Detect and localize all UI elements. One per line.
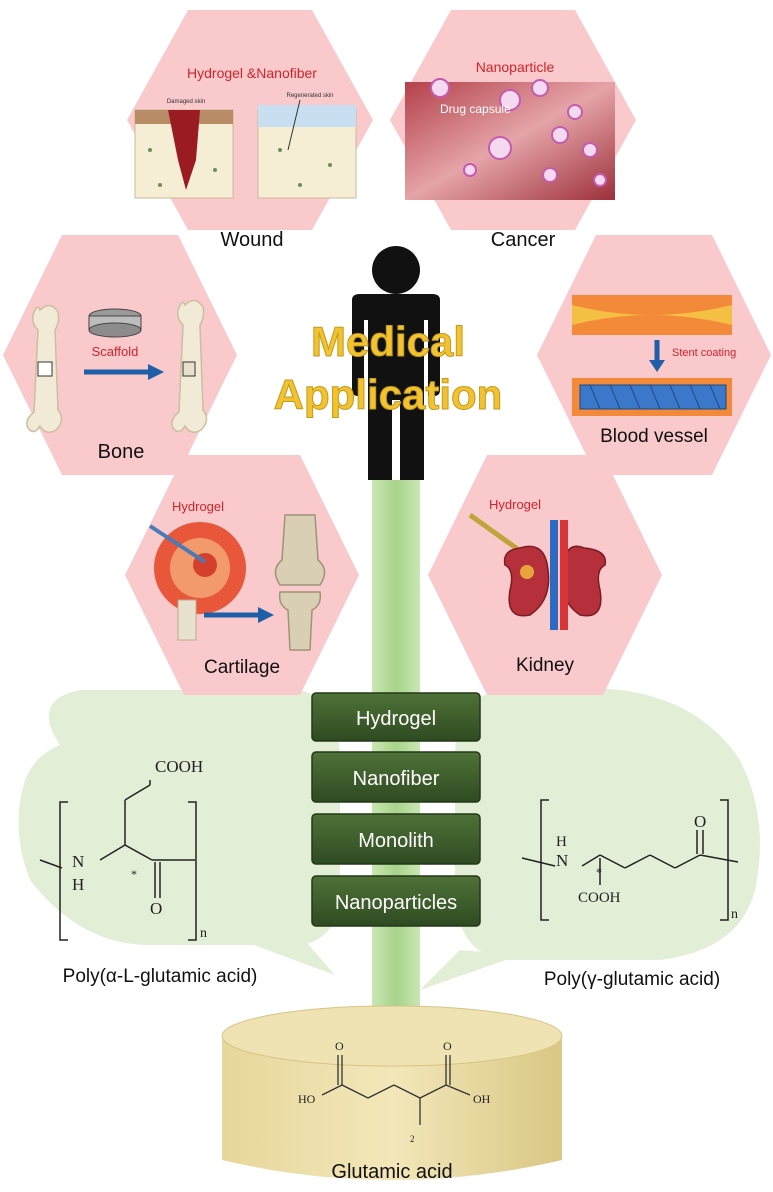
stent-note: Stent coating	[672, 347, 736, 359]
title-line-1: Medical	[311, 318, 465, 365]
hexagon-bone: Scaffold Bone	[3, 235, 237, 475]
gamma-n-subscript: n	[731, 907, 738, 922]
hexagon-cancer: Nanoparticle Drug capsule Cancer	[390, 10, 636, 251]
alpha-star: *	[131, 867, 137, 881]
blood-vessel-label: Blood vessel	[600, 426, 708, 447]
drug-capsules	[430, 78, 607, 187]
hexagon-blood-vessel: Stent coating Blood vessel	[537, 235, 771, 475]
wound-cut	[168, 110, 200, 190]
form-box-monolith: Monolith	[311, 813, 481, 865]
kidney-label: Kidney	[516, 655, 575, 676]
cancer-label: Cancer	[491, 229, 556, 251]
regenerated-skin-label: Regenerated skin	[286, 93, 333, 99]
right-polymer-bubble	[455, 686, 760, 960]
wound-label: Wound	[220, 229, 283, 251]
poly-gamma-structure	[521, 799, 739, 921]
form-label-nanoparticles: Nanoparticles	[335, 892, 457, 914]
kidney-note: Hydrogel	[489, 497, 541, 512]
title-line-2: Application	[274, 371, 503, 418]
right-bubble-tail	[420, 950, 520, 990]
scaffold-note: Scaffold	[92, 344, 139, 359]
alpha-h: H	[72, 875, 84, 894]
cancer-note: Nanoparticle	[476, 59, 555, 75]
pointer-line	[287, 99, 301, 151]
form-label-monolith: Monolith	[358, 830, 434, 852]
gamma-star: *	[596, 865, 602, 879]
glu-oh: OH	[473, 1092, 491, 1106]
bone-defect	[37, 361, 53, 377]
glutamic-acid-base	[221, 1005, 563, 1180]
form-box-nanoparticles: Nanoparticles	[311, 875, 481, 927]
gamma-cooh: COOH	[578, 890, 621, 906]
poly-alpha-label: Poly(α-L-glutamic acid)	[63, 966, 258, 987]
left-polymer-bubble	[18, 690, 340, 945]
human-figure-icon	[352, 246, 440, 480]
damaged-skin-label: Damaged skin	[167, 99, 205, 105]
left-kidney-icon	[503, 545, 550, 617]
glutamic-acid-structure	[321, 1055, 471, 1125]
alpha-n-subscript: n	[200, 926, 207, 941]
form-box-nanofiber: Nanofiber	[311, 751, 481, 803]
gamma-o: O	[694, 812, 706, 831]
gamma-n: N	[556, 851, 568, 870]
alpha-n: N	[72, 852, 84, 871]
nanofiber-layer	[258, 105, 356, 127]
hexagon-cartilage: Hydrogel Cartilage	[125, 455, 359, 695]
form-label-nanofiber: Nanofiber	[353, 768, 440, 790]
glu-o-right: O	[443, 1039, 452, 1053]
form-box-hydrogel: Hydrogel	[311, 692, 481, 742]
gamma-h: H	[556, 834, 567, 850]
knee-joint-icon	[274, 514, 326, 651]
hexagon-kidney: Hydrogel Kidney	[428, 455, 662, 695]
alpha-o: O	[150, 899, 162, 918]
left-bubble-tail	[240, 935, 335, 975]
hexagon-wound: Hydrogel &Nanofiber Damaged skin Regener…	[127, 10, 373, 251]
syringe-icon	[148, 524, 207, 564]
poly-gamma-label: Poly(γ-glutamic acid)	[544, 969, 720, 990]
alpha-cooh: COOH	[155, 757, 203, 776]
wound-note: Hydrogel &Nanofiber	[187, 65, 317, 81]
form-label-hydrogel: Hydrogel	[356, 708, 436, 730]
glu-nh-sub: 2	[410, 1134, 415, 1144]
glutamic-acid-label: Glutamic acid	[331, 1161, 452, 1183]
glu-o-left: O	[335, 1039, 344, 1053]
drug-capsule-label: Drug capsule	[440, 102, 511, 116]
cartilage-label: Cartilage	[204, 657, 280, 678]
bone-label: Bone	[98, 441, 145, 463]
glu-nh: 2	[410, 1134, 415, 1144]
glu-ho: HO	[298, 1092, 316, 1106]
cartilage-note: Hydrogel	[172, 499, 224, 514]
poly-alpha-structure	[39, 780, 197, 941]
